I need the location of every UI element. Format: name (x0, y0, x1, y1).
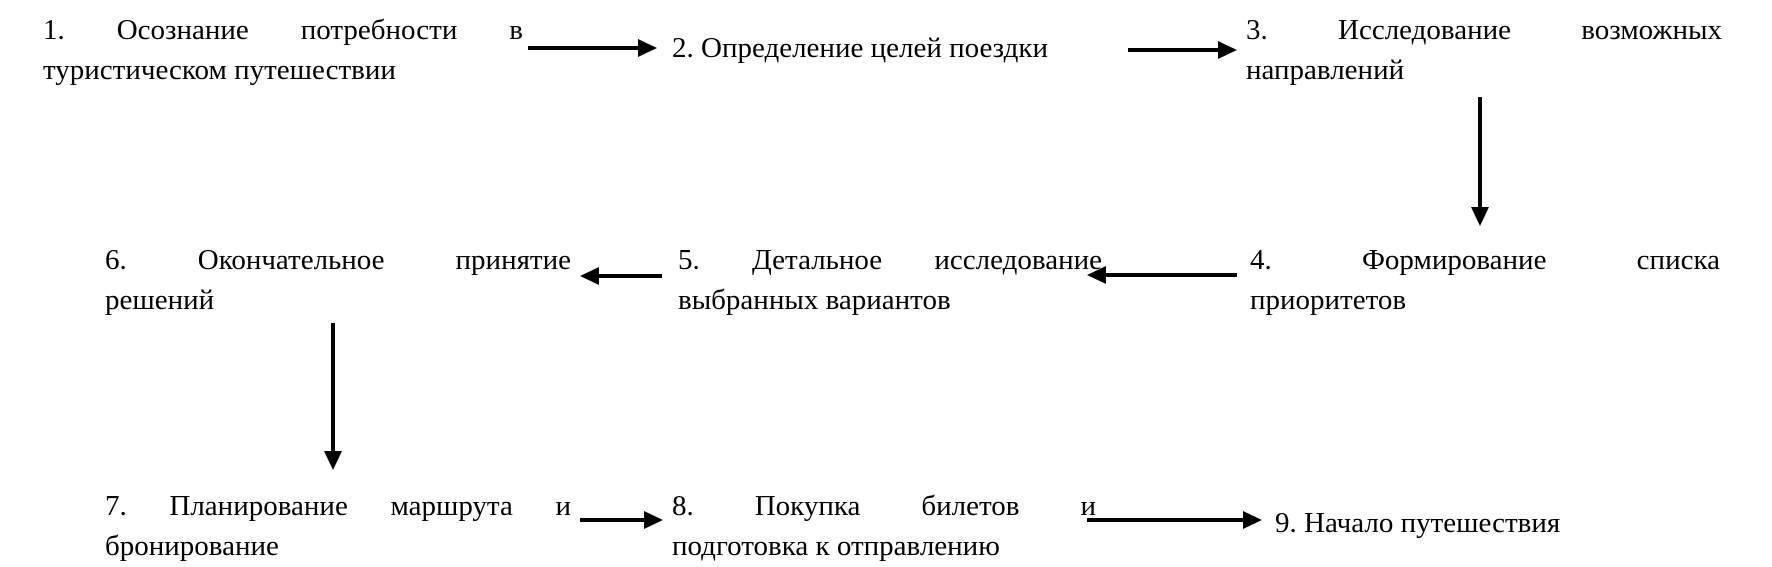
arrow-6-to-7-icon (331, 323, 335, 451)
step-7: 7. Планирование маршрута и бронирование (105, 486, 571, 566)
arrow-3-to-4-icon (1478, 97, 1482, 207)
step-6-line-2: решений (105, 284, 215, 316)
step-3-line-2: направлений (1246, 54, 1405, 86)
step-4-line-1: 4. Формирование списка (1250, 244, 1720, 276)
step-6: 6. Окончательное принятие решений (105, 240, 571, 320)
step-7-line-2: бронирование (105, 530, 279, 562)
arrow-4-to-5-icon (1106, 273, 1237, 277)
step-9: 9. Начало путешествия (1275, 503, 1695, 543)
step-8-line-2: подготовка к отправлению (672, 530, 1000, 562)
step-3: 3. Исследование возможных направлений (1246, 10, 1722, 90)
step-8: 8. Покупка билетов и подготовка к отправ… (672, 486, 1096, 566)
arrow-5-to-6-icon (599, 274, 662, 278)
step-1: 1. Осознание потребности в туристическом… (43, 10, 523, 90)
step-6-line-1: 6. Окончательное принятие (105, 244, 571, 276)
step-8-line-1: 8. Покупка билетов и (672, 490, 1096, 522)
arrow-7-to-8-icon (580, 518, 644, 522)
step-5: 5. Детальное исследование выбранных вари… (678, 240, 1102, 320)
step-7-line-1: 7. Планирование маршрута и (105, 490, 571, 522)
step-2-line-1: 2. Определение целей поездки (672, 32, 1048, 64)
step-4: 4. Формирование списка приоритетов (1250, 240, 1720, 320)
step-3-line-1: 3. Исследование возможных (1246, 14, 1722, 46)
step-4-line-2: приоритетов (1250, 284, 1407, 316)
step-5-line-1: 5. Детальное исследование (678, 244, 1102, 276)
step-9-line-1: 9. Начало путешествия (1275, 507, 1561, 539)
step-2: 2. Определение целей поездки (672, 28, 1122, 68)
step-1-line-2: туристическом путешествии (43, 54, 396, 86)
arrow-1-to-2-icon (528, 46, 638, 50)
arrow-8-to-9-icon (1087, 518, 1243, 522)
arrow-2-to-3-icon (1128, 48, 1218, 52)
step-5-line-2: выбранных вариантов (678, 284, 951, 316)
step-1-line-1: 1. Осознание потребности в (43, 14, 523, 46)
